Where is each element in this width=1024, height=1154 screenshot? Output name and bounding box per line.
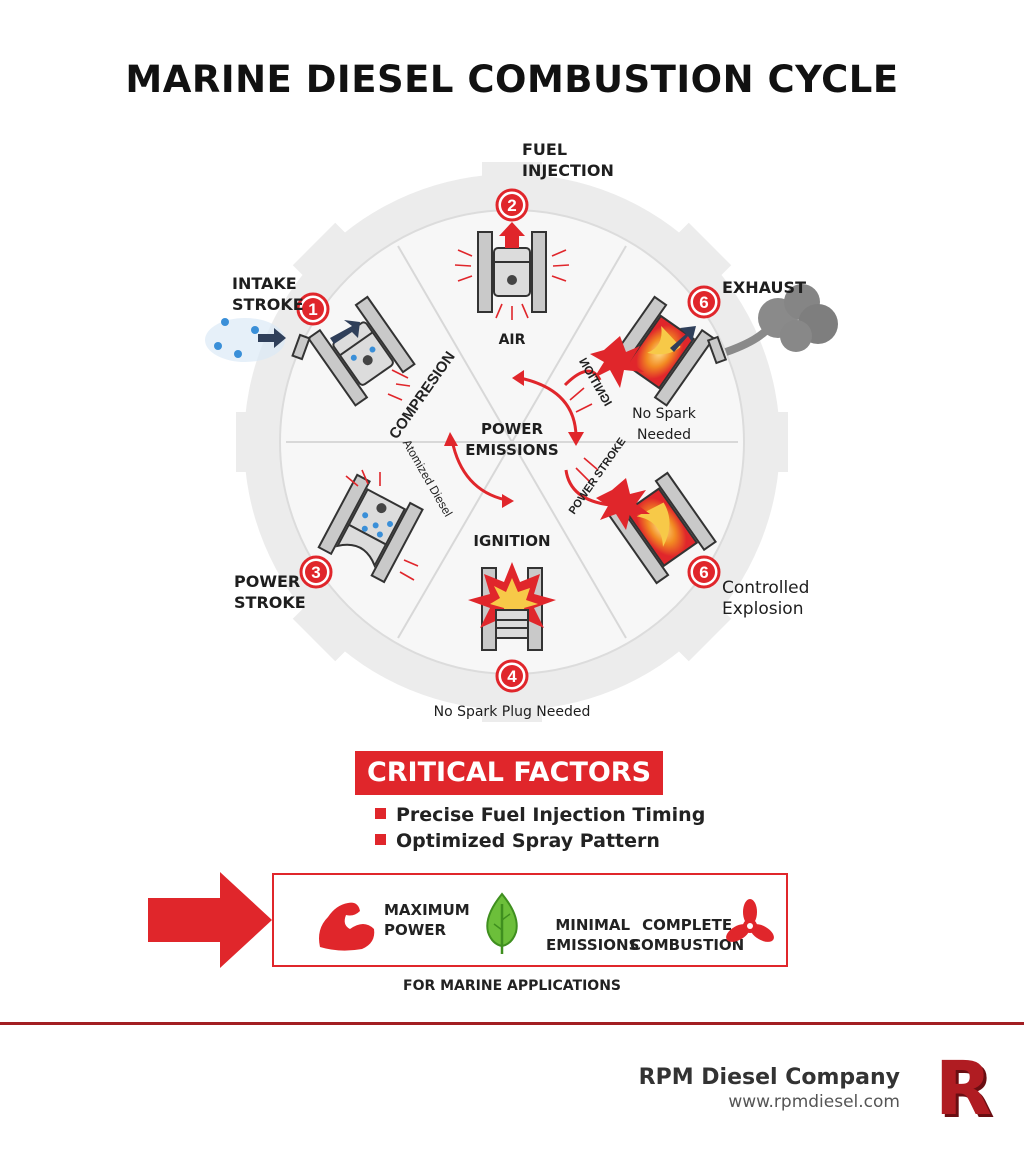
piston-ignition <box>468 562 556 651</box>
critical-factors-heading: CRITICAL FACTORS <box>355 751 663 795</box>
company-name: RPM Diesel Company <box>638 1065 900 1090</box>
badge-3: 3 <box>299 555 333 589</box>
page-title: MARINE DIESEL COMBUSTION CYCLE <box>125 58 899 101</box>
bullet-square-icon <box>375 834 386 845</box>
cycle-arrows <box>450 369 611 507</box>
company-logo: R <box>935 1046 992 1132</box>
benefit-min-emissions: MINIMAL EMISSIONS <box>546 916 640 954</box>
svg-text:2: 2 <box>507 196 516 215</box>
compression-sparks <box>387 369 411 401</box>
benefit-max-power: MAXIMUM POWER <box>384 901 470 939</box>
exhaust-burst <box>590 336 644 388</box>
svg-text:1: 1 <box>308 300 317 319</box>
piston-fuel-injection <box>454 222 570 320</box>
badge-6-exhaust: 6 <box>687 285 721 319</box>
piston-intake <box>307 295 416 407</box>
benefits-panel <box>272 873 788 967</box>
cycle-arrowheads <box>444 370 584 508</box>
label-no-spark-plug: No Spark Plug Needed <box>433 704 591 720</box>
label-fuel-injection: FUEL INJECTION <box>522 140 614 180</box>
svg-text:6: 6 <box>699 293 708 312</box>
label-intake-stroke: INTAKE STROKE <box>232 274 304 314</box>
label-exhaust: EXHAUST <box>722 278 806 297</box>
label-controlled-explosion: Controlled Explosion <box>722 578 810 619</box>
badge-6-explosion: 6 <box>687 555 721 589</box>
muscle-arm-icon <box>319 902 375 951</box>
cycle-diagram: 1 2 6 3 4 6 COMPRESION Atomized Diesel I… <box>205 162 838 722</box>
company-website[interactable]: www.rpmdiesel.com <box>728 1092 900 1112</box>
label-power-stroke: POWER STROKE <box>234 572 306 612</box>
explosion-burst <box>596 478 650 530</box>
air-particles <box>205 318 311 362</box>
label-no-spark: No Spark Needed <box>632 406 696 443</box>
footer-divider <box>0 1022 1024 1025</box>
bullet-square-icon <box>375 808 386 819</box>
footer-note: FOR MARINE APPLICATIONS <box>403 978 621 994</box>
badge-2: 2 <box>495 188 529 222</box>
power-sparks <box>345 469 419 581</box>
label-ignition: IGNITION <box>473 532 551 550</box>
svg-text:4: 4 <box>507 667 517 686</box>
center-sparks <box>569 387 599 483</box>
svg-text:3: 3 <box>311 563 320 582</box>
big-arrow-icon <box>148 872 272 968</box>
intake-arrow <box>330 320 360 344</box>
label-air: AIR <box>498 332 526 348</box>
factor-item: Optimized Spray Pattern <box>375 830 660 852</box>
factor-item: Precise Fuel Injection Timing <box>375 804 705 826</box>
leaf-icon <box>486 892 518 954</box>
badge-1: 1 <box>296 292 330 326</box>
propeller-icon <box>726 899 774 942</box>
benefit-complete-combustion: COMPLETE COMBUSTION <box>630 916 745 954</box>
badge-4: 4 <box>495 659 529 693</box>
exhaust-arrow <box>670 326 696 352</box>
exhaust-smoke <box>706 284 838 365</box>
piston-power-stroke <box>317 473 424 584</box>
svg-text:6: 6 <box>699 563 708 582</box>
label-center: POWER EMISSIONS <box>465 420 559 459</box>
